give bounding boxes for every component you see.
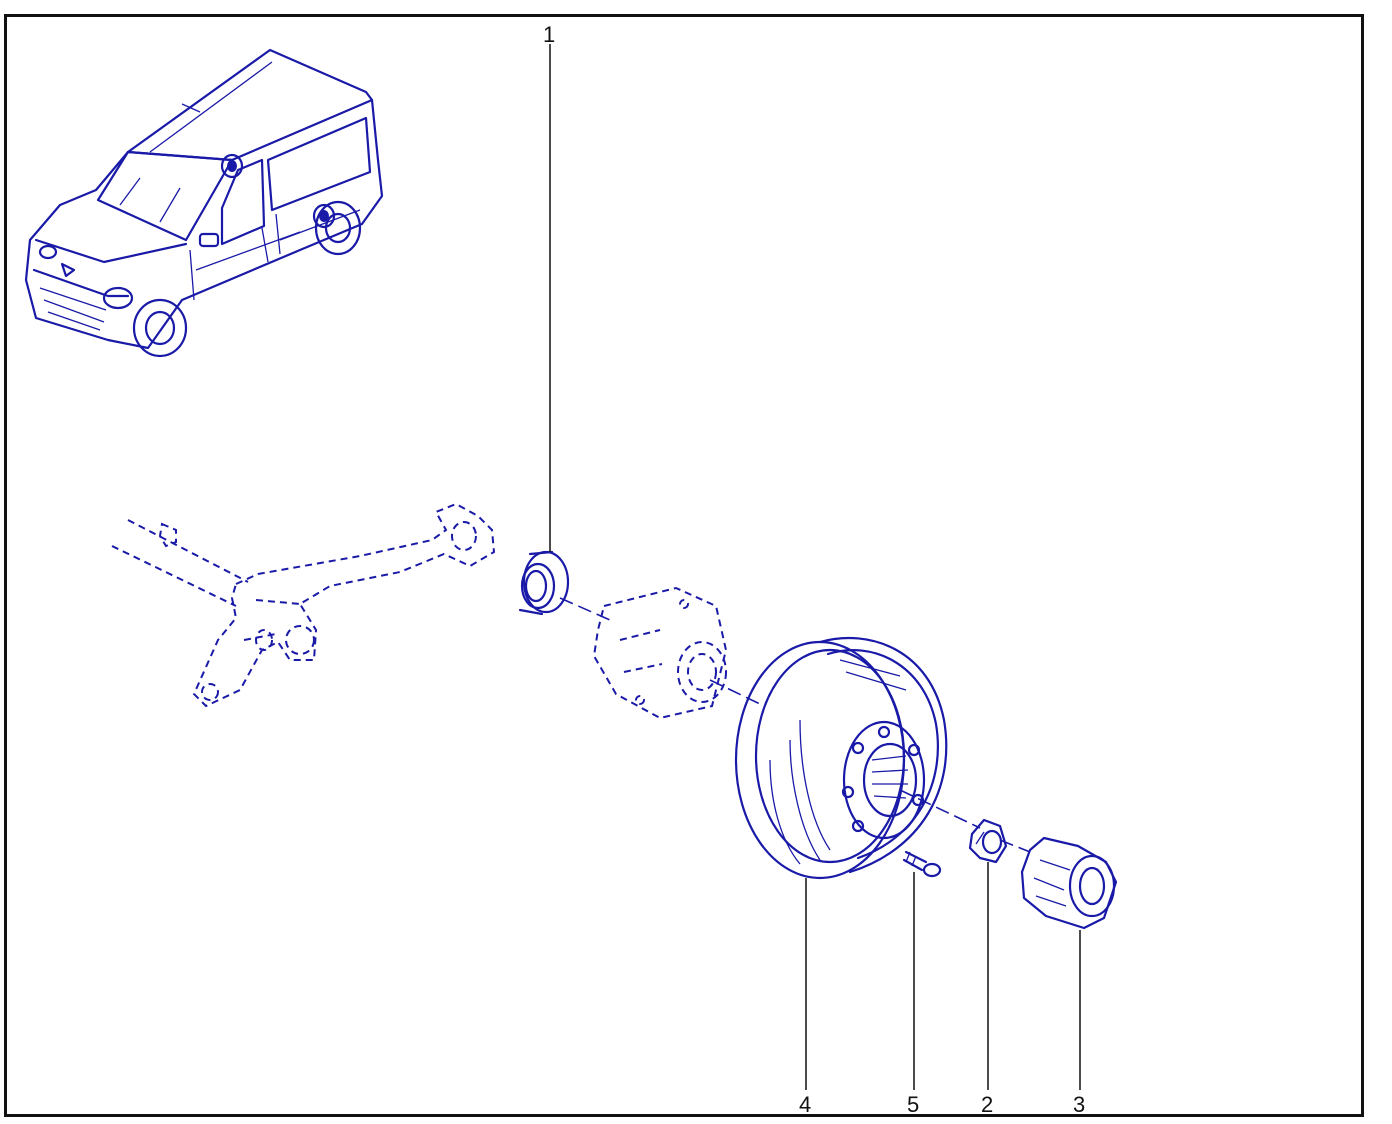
- diagram-frame: [4, 14, 1364, 1117]
- vehicle-locator-icon: [24, 48, 384, 358]
- leader-lines: [549, 44, 1081, 1090]
- callout-5: 5: [907, 1092, 920, 1117]
- wheel-bolt-part: [902, 850, 942, 878]
- brake-drum-part: [734, 636, 948, 880]
- callout-1: 1: [543, 22, 556, 47]
- callout-4: 4: [799, 1092, 812, 1117]
- hub-bearing-reference: [592, 586, 728, 720]
- suspension-arm-reference: [111, 502, 496, 708]
- callout-2: 2: [981, 1092, 994, 1117]
- assembly-axis: [559, 597, 1031, 853]
- callout-3: 3: [1073, 1092, 1086, 1117]
- hub-cap-part: [1020, 836, 1118, 930]
- seal-ring-part: [518, 550, 570, 616]
- hub-nut-part: [968, 818, 1008, 864]
